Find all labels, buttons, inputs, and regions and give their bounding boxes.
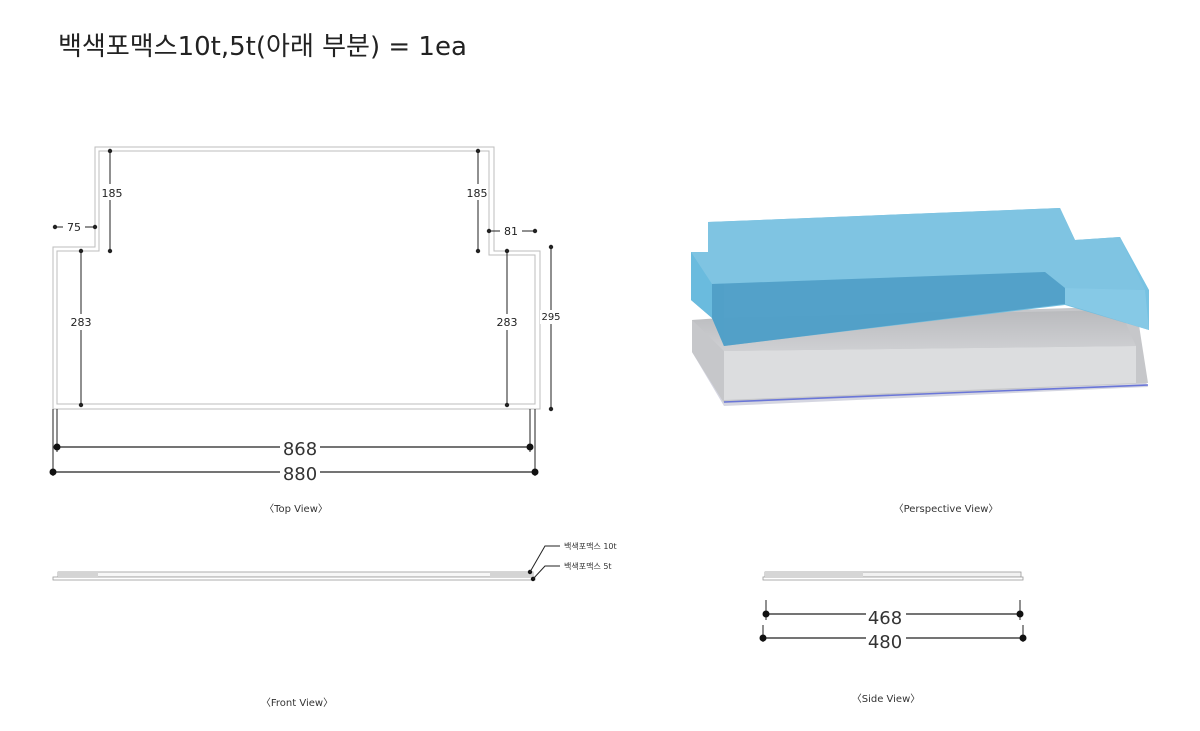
- front-view-label: 〈Front View〉: [261, 697, 333, 709]
- side-view-label: 〈Side View〉: [852, 693, 921, 705]
- dim-right-side-inner: 283: [497, 316, 518, 329]
- front-view-plate-lower: [52, 576, 536, 581]
- dim-left-side: 283: [71, 316, 92, 329]
- front-view-plate-upper: [57, 571, 534, 578]
- lower-layer-front: [724, 346, 1136, 400]
- side-view: 468 480 〈Side View〉: [759, 571, 1027, 705]
- upper-layer-right: [1065, 288, 1149, 330]
- callout-upper-layer: 백색포맥스 10t: [564, 541, 617, 551]
- top-view: 185 185 75 81 283 283: [49, 146, 564, 515]
- perspective-view: 〈Perspective View〉: [691, 208, 1149, 515]
- dim-side-outer: 480: [868, 632, 902, 653]
- perspective-view-label: 〈Perspective View〉: [894, 503, 999, 515]
- front-view: 백색포맥스 10t 백색포맥스 5t 〈Front View〉: [52, 541, 617, 709]
- page-title: 백색포맥스10t,5t(아래 부분) = 1ea: [58, 32, 467, 62]
- dim-left-notch-width: 75: [67, 221, 81, 234]
- upper-layer-front: [712, 272, 1065, 346]
- dim-outer-width: 880: [283, 464, 317, 485]
- dim-inner-width: 868: [283, 439, 317, 460]
- dim-right-side-outer: 295: [541, 312, 560, 323]
- dim-right-notch-width: 81: [504, 225, 518, 238]
- top-view-outline-outer: [52, 146, 541, 410]
- dim-right-notch-height: 185: [467, 187, 488, 200]
- side-view-plate-lower: [762, 576, 1024, 581]
- top-view-outline-inner: [56, 150, 536, 405]
- dim-left-notch-height: 185: [102, 187, 123, 200]
- upper-layer-top: [691, 208, 1145, 290]
- dim-side-inner: 468: [868, 608, 902, 629]
- top-view-label: 〈Top View〉: [264, 503, 328, 515]
- callout-lower-layer: 백색포맥스 5t: [564, 561, 612, 571]
